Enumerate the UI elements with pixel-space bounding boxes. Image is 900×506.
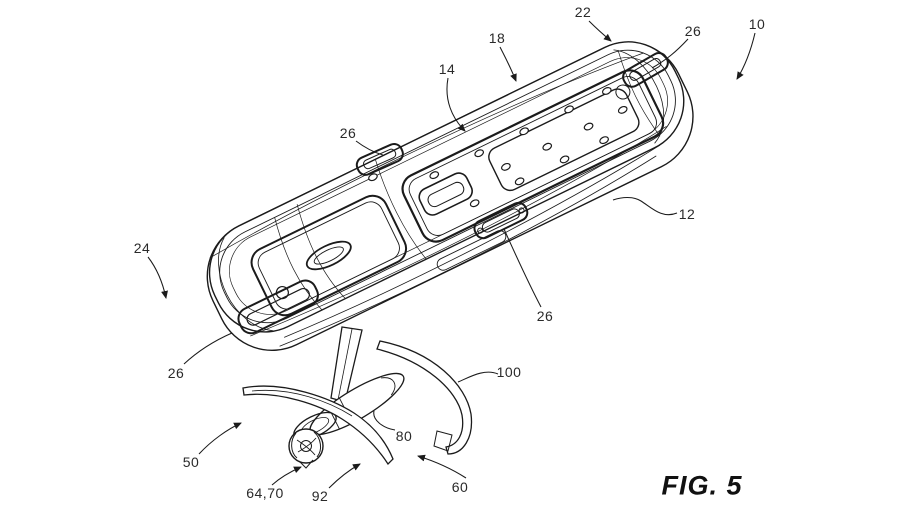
leader-14 — [446, 77, 466, 132]
ref-label-24: 24 — [133, 240, 151, 256]
leader-24 — [147, 256, 168, 299]
leader-26-nose — [183, 332, 233, 365]
ref-label-50: 50 — [182, 454, 200, 470]
deck-forward-panel — [250, 194, 408, 317]
nose-handle — [237, 279, 319, 335]
leader-26-tail — [651, 38, 689, 69]
ref-label-80: 80 — [395, 428, 413, 444]
ref-label-22: 22 — [574, 4, 592, 20]
front-wing — [242, 385, 394, 466]
ref-label-100: 100 — [496, 364, 522, 380]
deck-fasteners — [275, 87, 628, 300]
board-hull — [206, 41, 694, 351]
leader-60 — [417, 454, 467, 479]
ref-label-26-nose: 26 — [167, 365, 185, 381]
ref-label-60: 60 — [451, 479, 469, 495]
leader-92 — [328, 463, 361, 489]
ref-label-12: 12 — [678, 206, 696, 222]
ref-label-26-port: 26 — [339, 125, 357, 141]
deck-edge-handle — [473, 201, 529, 240]
leader-100 — [457, 371, 499, 383]
ref-label-26-tail: 26 — [684, 23, 702, 39]
leader-22 — [588, 20, 612, 42]
ref-label-10: 10 — [748, 16, 766, 32]
leader-10 — [736, 32, 756, 80]
leader-26-deck — [503, 228, 542, 308]
leader-80 — [373, 410, 396, 431]
ref-label-92: 92 — [311, 488, 329, 504]
tail-handle — [622, 52, 669, 88]
ref-label-18: 18 — [488, 30, 506, 46]
port-rail-handle — [355, 142, 404, 176]
figure-label: FIG. 5 — [661, 470, 743, 501]
leader-50 — [198, 422, 242, 455]
deck-main-panel — [401, 69, 665, 243]
ref-label-26-deck: 26 — [536, 308, 554, 324]
rear-wing — [376, 340, 473, 455]
leader-lines — [147, 20, 756, 489]
propeller — [288, 428, 324, 469]
leader-12 — [612, 196, 678, 216]
ref-label-64-70: 64,70 — [246, 485, 284, 501]
leader-64-70 — [271, 466, 302, 486]
ref-label-14: 14 — [438, 61, 456, 77]
leader-18 — [499, 46, 517, 82]
leader-26-port — [355, 140, 384, 156]
hydrofoil-assembly — [242, 326, 473, 469]
